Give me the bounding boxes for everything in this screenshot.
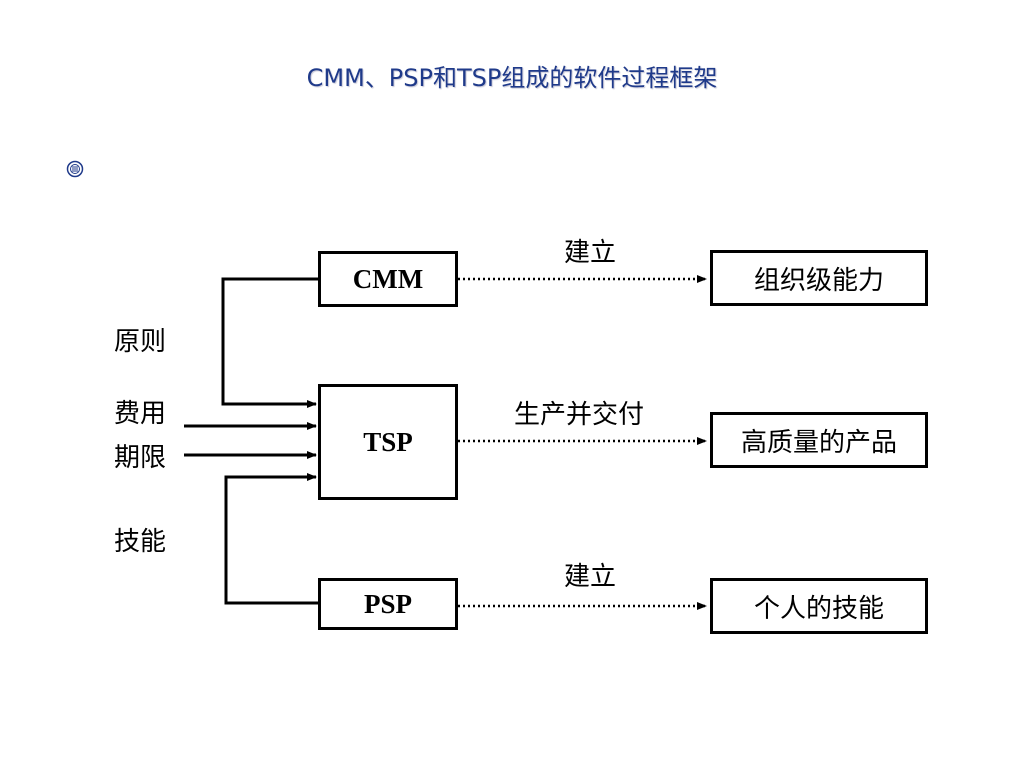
bullet-icon xyxy=(66,160,84,178)
relation-cmm-label: 建立 xyxy=(564,238,617,268)
connector-psp-to-tsp xyxy=(224,473,318,605)
outcome-org-capability-box: 组织级能力 xyxy=(710,250,928,306)
outcome-personal-skill-box: 个人的技能 xyxy=(710,578,928,634)
slide-title: CMM、PSP和TSP组成的软件过程框架 xyxy=(306,64,718,92)
outcome-quality-product-box: 高质量的产品 xyxy=(710,412,928,468)
input-principle-label: 原则 xyxy=(114,327,167,357)
cmm-box: CMM xyxy=(318,251,458,307)
input-deadline-label: 期限 xyxy=(114,443,167,473)
relation-tsp-label: 生产并交付 xyxy=(514,400,645,430)
psp-box: PSP xyxy=(318,578,458,630)
relation-psp-label: 建立 xyxy=(564,562,617,592)
tsp-box: TSP xyxy=(318,384,458,500)
input-skill-label: 技能 xyxy=(114,527,167,557)
connector-cmm-to-tsp xyxy=(221,277,318,408)
input-cost-label: 费用 xyxy=(114,399,167,429)
